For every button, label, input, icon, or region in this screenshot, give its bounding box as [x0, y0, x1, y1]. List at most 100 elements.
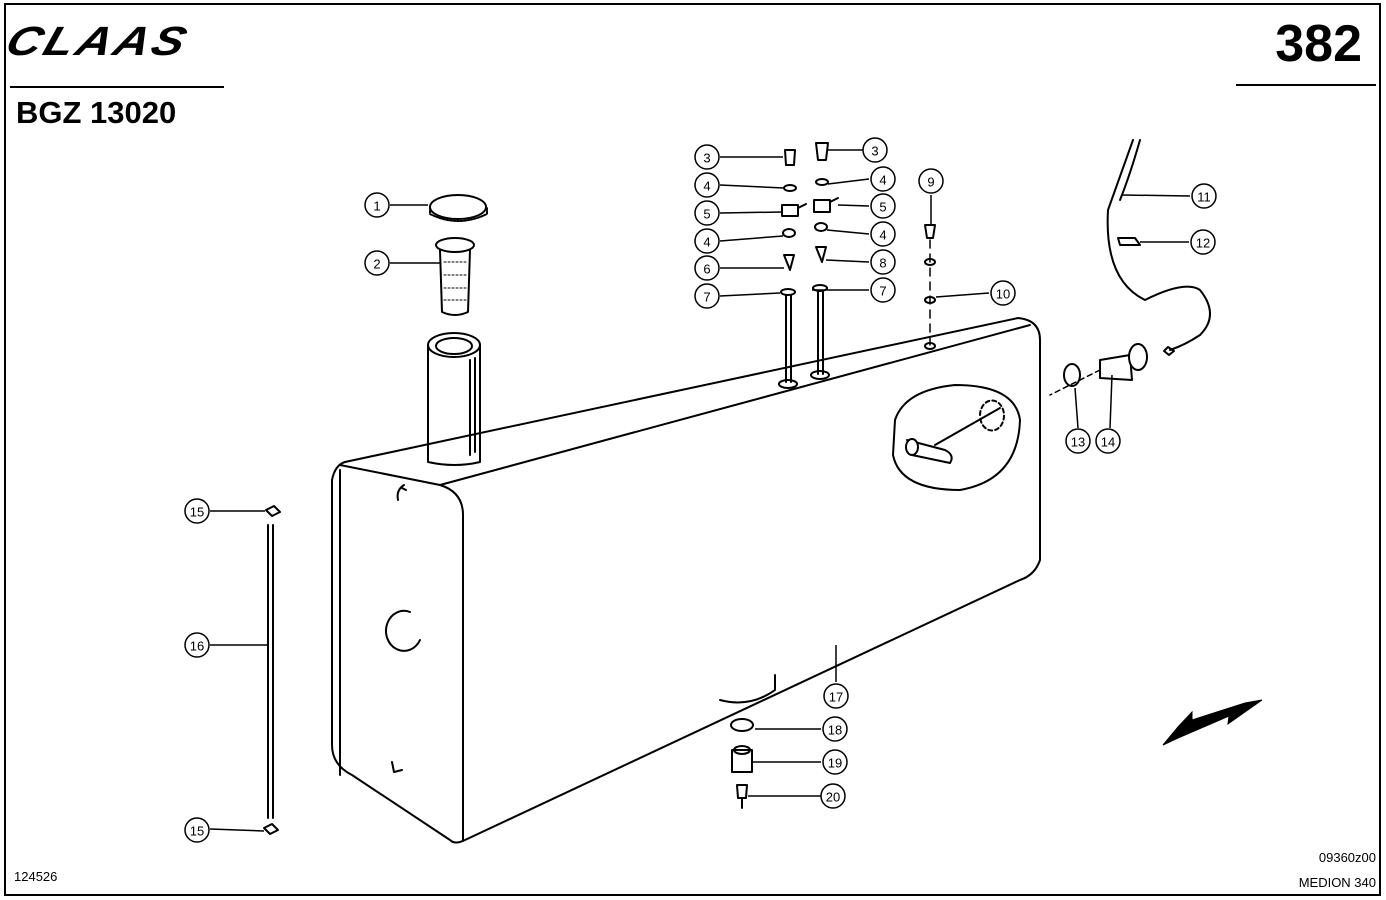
callout-circle: [694, 144, 720, 170]
callout-circle: [184, 498, 210, 524]
callout-circle: [694, 228, 720, 254]
tank-strap-rod: [263, 505, 281, 835]
callout-circle: [870, 221, 896, 247]
callout-label: 13: [1071, 435, 1085, 450]
callout-circle: [694, 200, 720, 226]
direction-arrow: [1162, 699, 1263, 746]
callout-circle: [918, 168, 944, 194]
callout-3: 3: [694, 144, 720, 170]
callout-circle: [1095, 428, 1121, 454]
callout-label: 20: [826, 790, 840, 805]
callout-11: 11: [1191, 183, 1217, 209]
callout-label: 15: [190, 824, 204, 839]
callout-circle: [822, 716, 848, 742]
callout-16: 16: [184, 632, 210, 658]
callout-circle: [184, 632, 210, 658]
callout-circle: [823, 683, 849, 709]
callout-13: 13: [1065, 428, 1091, 454]
callout-4: 4: [694, 172, 720, 198]
callout-4: 4: [694, 228, 720, 254]
callout-label: 5: [879, 200, 886, 215]
callout-6: 6: [694, 255, 720, 281]
fuel-pipe-assembly-left: [778, 149, 807, 389]
callout-circle: [1190, 229, 1216, 255]
callout-circle: [870, 277, 896, 303]
callout-label: 4: [879, 228, 886, 243]
callout-circle: [870, 249, 896, 275]
callout-label: 11: [1197, 190, 1211, 205]
header-rule-left: [10, 86, 224, 88]
callout-circle: [694, 255, 720, 281]
callout-3: 3: [862, 137, 888, 163]
callout-9: 9: [918, 168, 944, 194]
callout-circle: [1065, 428, 1091, 454]
fuel-level-sender: [1049, 343, 1148, 396]
drawing-number: 124526: [14, 869, 58, 884]
callout-label: 19: [828, 756, 842, 771]
callout-label: 4: [703, 179, 710, 194]
callout-circle: [364, 192, 390, 218]
callout-18: 18: [822, 716, 848, 742]
callout-14: 14: [1095, 428, 1121, 454]
callout-label: 7: [703, 290, 710, 305]
filler-cap: [429, 194, 488, 222]
callout-label: 7: [879, 284, 886, 299]
callout-label: 12: [1196, 236, 1210, 251]
callout-label: 10: [996, 287, 1010, 302]
callout-1: 1: [364, 192, 390, 218]
callout-label: 4: [879, 173, 886, 188]
fuel-pipe-assembly-right: [810, 142, 839, 380]
callout-5: 5: [694, 200, 720, 226]
callout-label: 3: [703, 151, 710, 166]
callout-circle: [862, 137, 888, 163]
fuel-tank-body: [331, 317, 1041, 844]
leader-lines: [209, 149, 1191, 832]
callout-5: 5: [870, 193, 896, 219]
callout-circle: [820, 783, 846, 809]
callout-circle: [1191, 183, 1217, 209]
callout-circle: [184, 817, 210, 843]
callout-label: 3: [871, 144, 878, 159]
callout-7: 7: [694, 283, 720, 309]
callout-circle: [822, 749, 848, 775]
callout-label: 16: [190, 639, 204, 654]
callout-label: 18: [828, 723, 842, 738]
callout-15: 15: [184, 817, 210, 843]
callout-19: 19: [822, 749, 848, 775]
header-rule-right: [1236, 84, 1376, 86]
callout-8: 8: [870, 249, 896, 275]
ref-code: 09360z00: [1318, 850, 1376, 865]
callout-label: 5: [703, 207, 710, 222]
callout-label: 8: [879, 256, 886, 271]
callout-2: 2: [364, 250, 390, 276]
callout-label: 6: [703, 262, 710, 277]
callout-label: 1: [373, 199, 380, 214]
callout-label: 14: [1101, 435, 1115, 450]
callout-17: 17: [823, 683, 849, 709]
callout-20: 20: [820, 783, 846, 809]
callout-circle: [694, 283, 720, 309]
group-code: BGZ 13020: [16, 95, 177, 130]
callout-12: 12: [1190, 229, 1216, 255]
callout-circle: [364, 250, 390, 276]
callout-circle: [870, 193, 896, 219]
callout-circle: [694, 172, 720, 198]
page-number: 382: [1275, 15, 1362, 73]
callout-4: 4: [870, 166, 896, 192]
callout-15: 15: [184, 498, 210, 524]
callout-label: 15: [190, 505, 204, 520]
filler-strainer: [435, 237, 475, 316]
drawing-frame: [4, 3, 1381, 896]
callout-7: 7: [870, 277, 896, 303]
drain-parts: [730, 718, 754, 809]
callout-circle: [990, 280, 1016, 306]
callout-10: 10: [990, 280, 1016, 306]
return-hose: [1106, 139, 1211, 356]
callout-label: 17: [829, 690, 843, 705]
callout-4: 4: [870, 221, 896, 247]
callout-circle: [870, 166, 896, 192]
model-name: MEDION 340: [1298, 875, 1376, 890]
callout-label: 2: [373, 257, 380, 272]
callout-label: 9: [927, 175, 934, 190]
